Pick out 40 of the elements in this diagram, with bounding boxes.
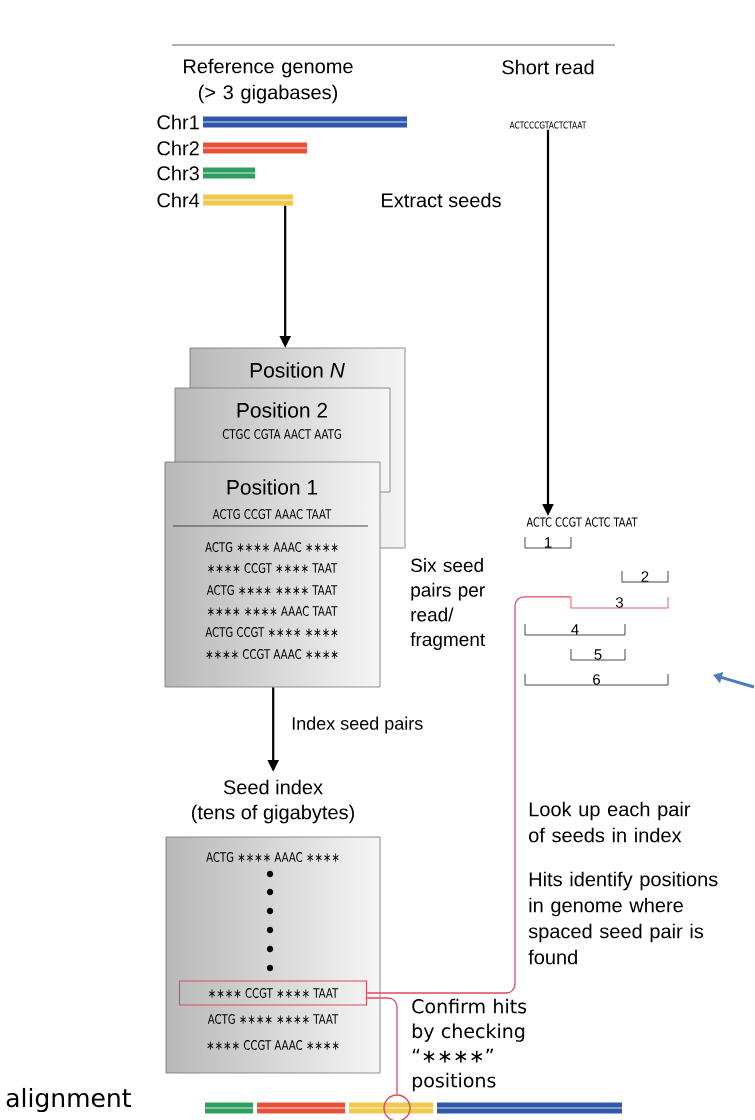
seed-bracket: 2	[621, 570, 669, 583]
note-text: Six seed pairs per read/ fragment	[410, 558, 486, 650]
connector-line	[366, 596, 572, 994]
connector-line	[366, 997, 398, 1095]
seed-bracket: 6	[524, 673, 669, 686]
chromosome-label: Chr1	[157, 114, 199, 130]
sequence-row: ACTG ∗∗∗∗ ∗∗∗∗ TAAT	[206, 585, 338, 595]
sequence-row: ACTG ∗∗∗∗ AAAC ∗∗∗∗	[206, 852, 339, 862]
seed-bracket: 3	[570, 596, 669, 609]
sequence-row: ∗∗∗∗ CCGT AAAC ∗∗∗∗	[207, 1040, 339, 1050]
note-text: Hits identify positions in genome where spaced seed pair is found	[528, 871, 718, 965]
panel-heading: (tens of gigabytes)	[191, 804, 354, 824]
sequence-row: ∗∗∗∗ ∗∗∗∗ AAAC TAAT	[207, 606, 338, 616]
sequence-row: ACTG ∗∗∗∗ AAAC ∗∗∗∗	[205, 542, 338, 552]
sequence-row: ∗∗∗∗ CCGT ∗∗∗∗ TAAT	[208, 563, 338, 573]
heading: Reference genome (> 3 gigabases)	[184, 58, 353, 104]
card-heading: Position 2	[237, 402, 327, 418]
edge-label: Index seed pairs	[292, 716, 423, 734]
panel-heading: Seed index	[223, 779, 323, 795]
sequence-row: ACTG CCGT ∗∗∗∗ ∗∗∗∗	[205, 627, 338, 637]
seed-bracket: 4	[524, 623, 626, 636]
heading: Short read	[502, 59, 594, 75]
card-heading: Position 1	[227, 479, 318, 495]
chromosome-label: Chr2	[157, 140, 199, 156]
chromosome-label: Chr3	[157, 165, 199, 181]
sequence-row: ∗∗∗∗ CCGT AAAC ∗∗∗∗	[206, 649, 338, 659]
highlighted-row: ∗∗∗∗ CCGT ∗∗∗∗ TAAT	[178, 980, 368, 1006]
step-label: Extract seeds	[382, 192, 501, 208]
sequence-row: CTGC CGTA AACT AATG	[222, 429, 341, 439]
sequence-text: ACTC CCGT ACTC TAAT	[526, 517, 638, 527]
card-heading: Position N	[250, 362, 345, 378]
seed-bracket: 5	[570, 648, 626, 661]
sequence-row: ACTG CCGT AAAC TAAT	[212, 509, 332, 519]
note-text: Confirm hits by checking “∗∗∗∗” positions	[412, 998, 527, 1092]
alignment-label: alignment	[6, 1087, 131, 1113]
chromosome-label: Chr4	[157, 192, 200, 208]
note-text: Look up each pair of seeds in index	[529, 801, 691, 843]
seed-bracket: 1	[524, 536, 572, 549]
sequence-text: ACTCCCGTACTCTAAT	[509, 121, 587, 129]
sequence-row: ACTG ∗∗∗∗ ∗∗∗∗ TAAT	[207, 1014, 339, 1024]
